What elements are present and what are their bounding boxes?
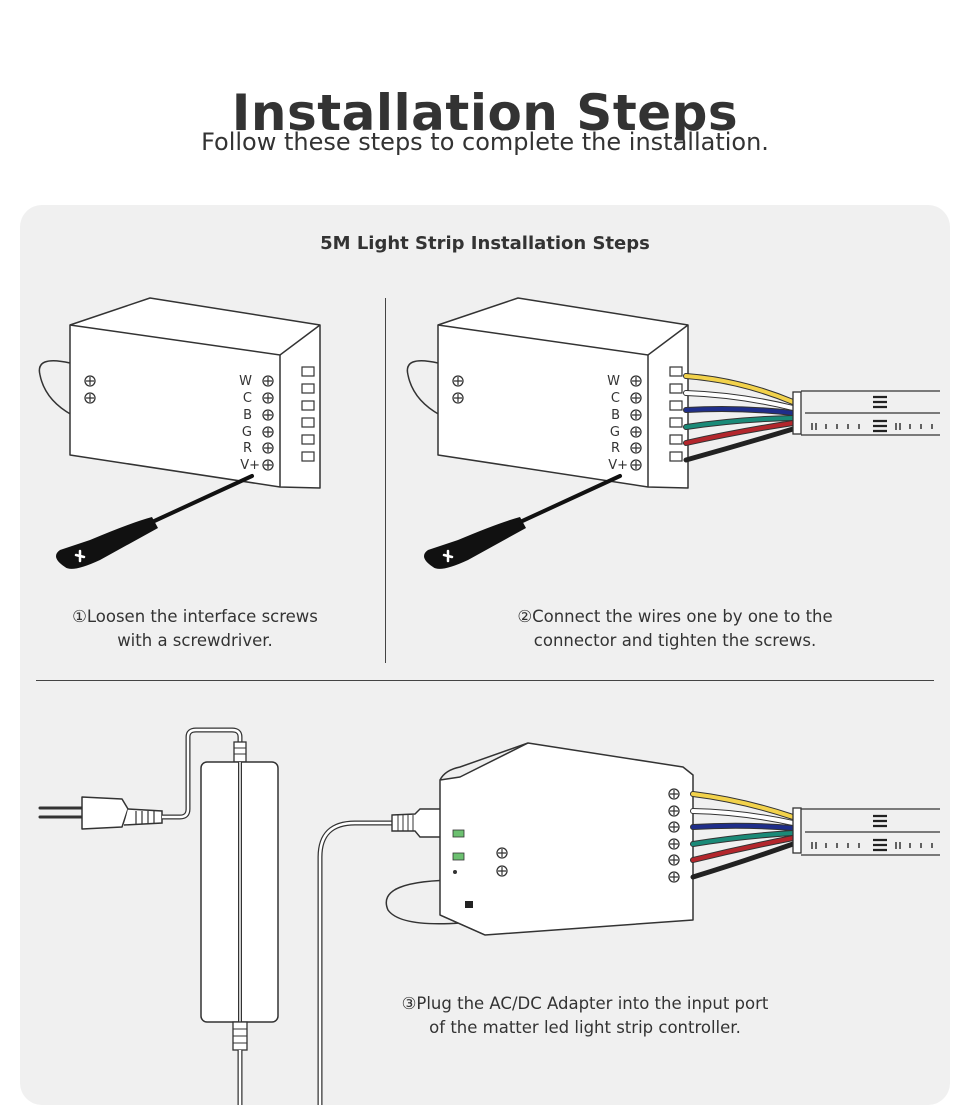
step2-caption-line2: connector and tighten the screws. (533, 631, 817, 650)
step-divider-horizontal (36, 680, 934, 681)
terminal-screws-step1 (262, 375, 274, 471)
terminal-label-w: W (239, 374, 252, 389)
wire-g (691, 831, 795, 846)
step2-caption-line1: ②Connect the wires one by one to the (517, 607, 833, 626)
installation-steps-panel: 5M Light Strip Installation Steps (20, 205, 950, 1105)
dc-cable (317, 808, 461, 1105)
terminal-label-vplus: V+ (240, 458, 260, 473)
step3-illustration (38, 727, 940, 1105)
light-strip-step3 (792, 807, 940, 856)
terminal-label-g: G (242, 425, 252, 440)
step1-caption-line2: with a screwdriver. (117, 631, 273, 650)
wire-b (684, 407, 795, 415)
step-divider-vertical (385, 298, 386, 663)
screwdriver-icon (56, 474, 254, 569)
terminal-label-vplus: V+ (608, 458, 628, 473)
terminal-label-r: R (243, 441, 252, 456)
ac-plug-icon (38, 727, 243, 830)
wire-c (691, 809, 795, 825)
ac-dc-adapter (200, 741, 279, 1105)
panel-heading: 5M Light Strip Installation Steps (320, 233, 650, 254)
wire-c (684, 391, 795, 410)
terminal-label-w: W (607, 374, 620, 389)
terminal-label-g: G (610, 425, 620, 440)
step1-caption-line1: ①Loosen the interface screws (72, 607, 318, 626)
screwdriver-icon (424, 474, 622, 569)
light-strip-step2 (792, 390, 940, 436)
colored-wires-step3 (690, 791, 796, 880)
step1-caption: ①Loosen the interface screws with a scre… (35, 605, 355, 653)
wire-g (684, 416, 795, 429)
wire-w (684, 374, 795, 404)
controller-box-step2: W C B G R V+ (406, 297, 689, 489)
step3-caption: ③Plug the AC/DC Adapter into the input p… (350, 992, 820, 1040)
wire-b (691, 823, 795, 830)
step1-illustration: W C B G R V+ (38, 297, 321, 569)
wire-r (684, 421, 795, 445)
controller-box-step1: W C B G R V+ (38, 297, 321, 489)
terminal-label-c: C (611, 391, 620, 406)
page-title: Installation Steps (231, 83, 739, 142)
colored-wires-step2 (683, 373, 796, 463)
terminal-label-b: B (611, 408, 620, 423)
wire-r (691, 836, 795, 862)
terminal-label-r: R (611, 441, 620, 456)
terminal-label-b: B (243, 408, 252, 423)
page-subtitle: Follow these steps to complete the insta… (201, 128, 769, 156)
step3-caption-line2: of the matter led light strip controller… (429, 1018, 741, 1037)
wire-w (691, 792, 795, 819)
step2-caption: ②Connect the wires one by one to the con… (460, 605, 890, 653)
step3-caption-line1: ③Plug the AC/DC Adapter into the input p… (401, 994, 769, 1013)
controller-box-step3 (385, 742, 694, 936)
step2-illustration: W C B G R V+ (406, 297, 940, 569)
terminal-label-c: C (243, 391, 252, 406)
port-slots (301, 366, 315, 462)
